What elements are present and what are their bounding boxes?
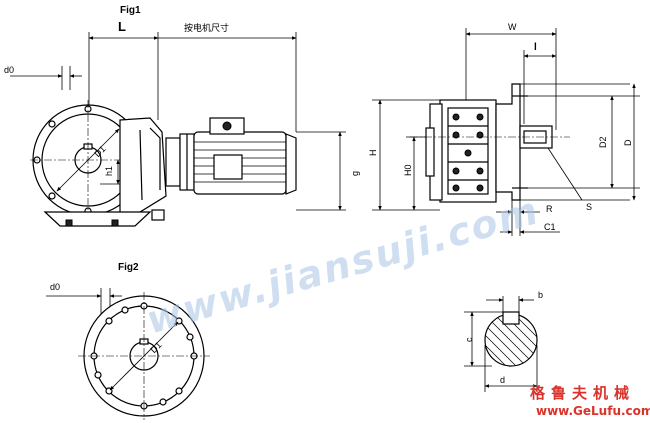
dim-b-label: b bbox=[538, 290, 543, 300]
dim-c-label: c bbox=[464, 337, 474, 342]
motor-end-cap bbox=[285, 133, 297, 195]
fig1-side-view bbox=[372, 28, 640, 236]
dim-D2-label: D2 bbox=[598, 136, 608, 148]
watermark-text: www.jiansuji.com bbox=[142, 188, 545, 342]
fig2-flange-view bbox=[46, 288, 210, 420]
dim-R-label: R bbox=[546, 204, 553, 214]
dim-D-label: D bbox=[623, 139, 633, 146]
keyway-section bbox=[464, 296, 538, 392]
fig1-label: Fig1 bbox=[120, 5, 141, 16]
fig1-front-view bbox=[10, 32, 346, 227]
side-flange bbox=[495, 83, 521, 201]
dim-S-label: S bbox=[586, 202, 592, 212]
brand-url: www.GeLufu.com bbox=[536, 404, 650, 418]
dim-d-label: d bbox=[500, 375, 505, 385]
dim-l-label: l bbox=[534, 42, 537, 53]
dim-h1-label: h1 bbox=[104, 166, 114, 176]
dim-g-label: g bbox=[350, 171, 360, 176]
gear-housing bbox=[119, 117, 167, 215]
fig2-label: Fig2 bbox=[118, 262, 139, 273]
motor-adapter bbox=[165, 137, 181, 187]
fig2-bolt-holes bbox=[90, 302, 198, 410]
dim-H0-label: H0 bbox=[403, 164, 413, 176]
motor-dim-note: 按电机尺寸 bbox=[184, 22, 229, 34]
housing-base bbox=[43, 211, 152, 227]
dim-d0-fig2-label: d0 bbox=[50, 282, 60, 292]
dim-d0-fig1-label: d0 bbox=[4, 65, 14, 75]
dim-W-label: W bbox=[508, 22, 517, 32]
brand-name: 格鲁夫机械 bbox=[530, 384, 635, 402]
dim-L-label: L bbox=[118, 19, 126, 34]
dim-C1-label: C1 bbox=[544, 222, 556, 232]
side-bolts bbox=[452, 113, 484, 192]
dim-H-label: H bbox=[368, 150, 378, 157]
